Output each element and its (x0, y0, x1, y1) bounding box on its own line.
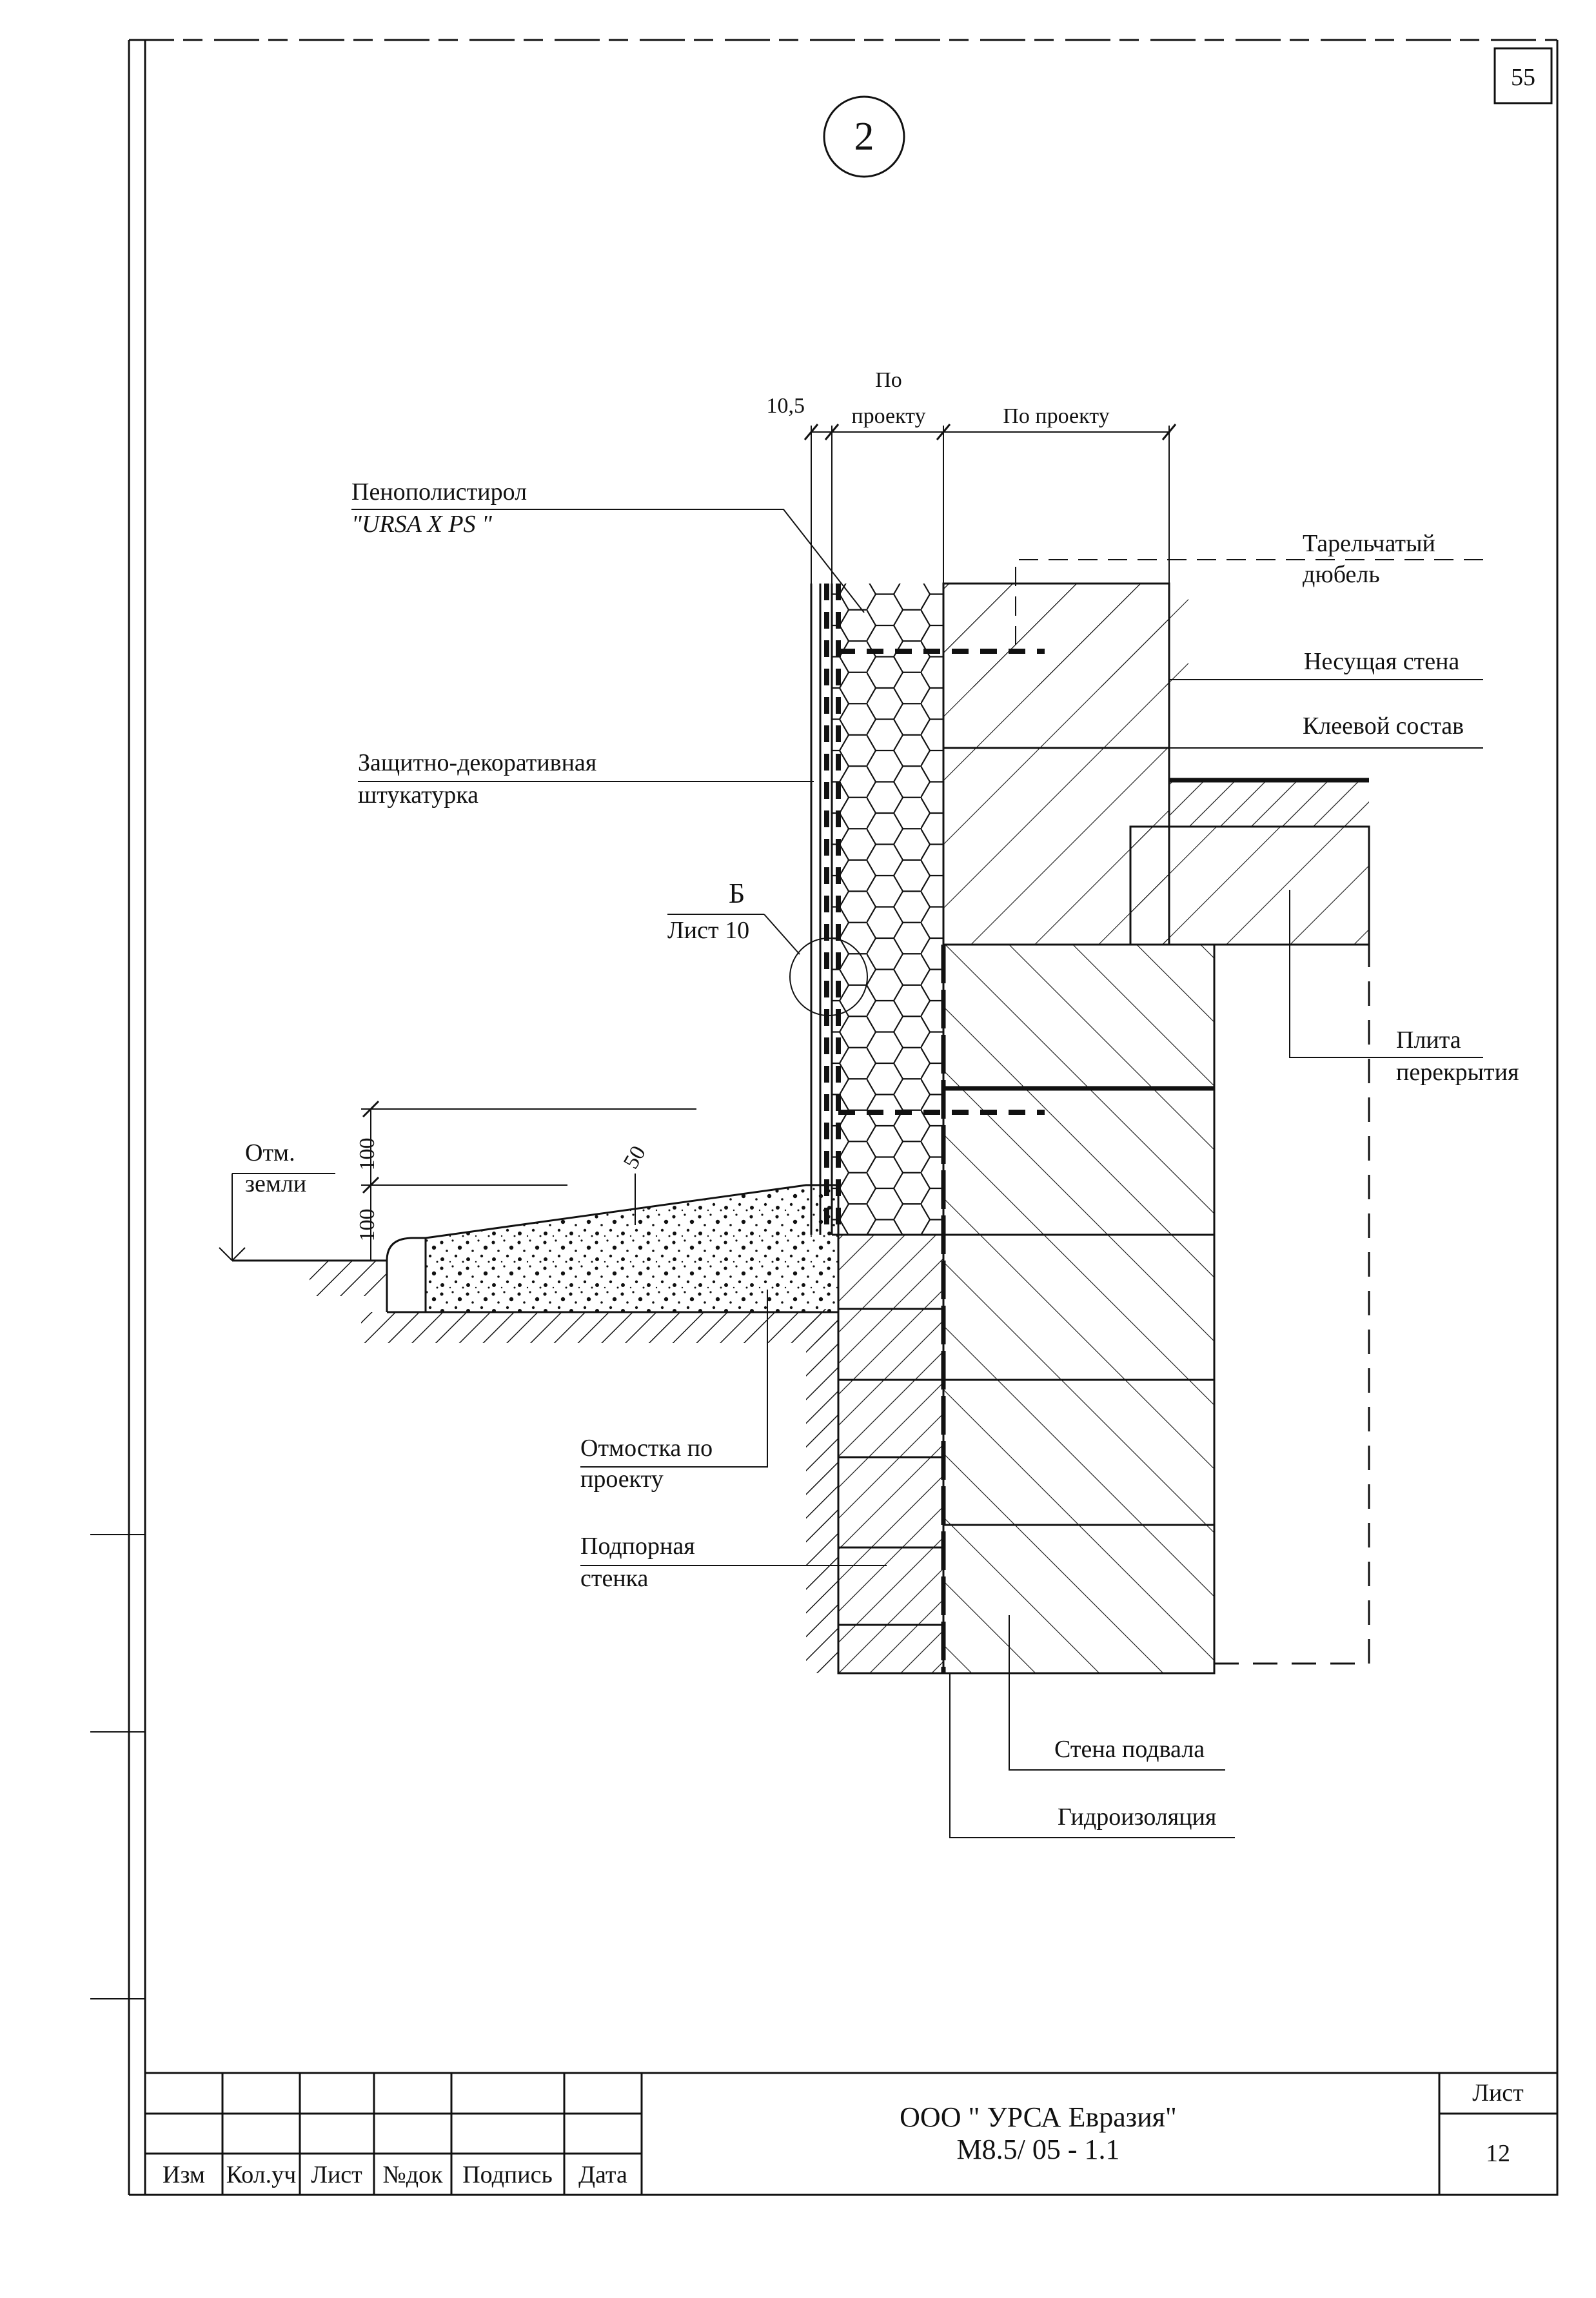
slab-label-2: перекрытия (1396, 1059, 1519, 1086)
foam-insulation (831, 584, 945, 1236)
corner-number: 55 (1511, 64, 1535, 91)
foam-label-2: "URSA X PS " (351, 511, 493, 538)
foam-label-1: Пенополистирол (351, 478, 527, 506)
blind-label-1: Отмостка по (580, 1435, 713, 1462)
label-adhesive: Клеевой состав (943, 712, 1483, 749)
blind-label-2: проекту (580, 1466, 664, 1493)
callout-b: Б Лист 10 (667, 878, 868, 1016)
top-dimensions: 10,5 По проекту По проекту (767, 368, 1177, 584)
label-foam: Пенополистирол "URSA X PS " (351, 478, 865, 613)
label-bearing-wall: Несущая стена (1169, 648, 1483, 680)
label-blind-area: Отмостка по проекту (580, 1290, 768, 1493)
retaining-wall (806, 1233, 945, 1674)
detail-number: 2 (854, 115, 874, 159)
col-data: Дата (578, 2161, 627, 2188)
ground-label-1: Отм. (245, 1139, 295, 1166)
dowel-label-1: Тарельчатый (1303, 530, 1435, 557)
sheet-number: 12 (1486, 2140, 1510, 2167)
retain-label-2: стенка (580, 1565, 649, 1592)
label-basement-wall: Стена подвала (1009, 1615, 1225, 1771)
dim-po-proektu: По проекту (1003, 404, 1109, 428)
col-izm: Изм (163, 2161, 205, 2188)
dim-po-bottom: проекту (851, 404, 925, 428)
retain-label-1: Подпорная (580, 1533, 695, 1560)
plaster-label-1: Защитно-декоративная (358, 749, 596, 776)
detail-number-marker: 2 (823, 95, 905, 178)
callout-sheet: Лист 10 (667, 917, 749, 944)
sheet-label: Лист (1472, 2079, 1524, 2106)
floor-slab (1129, 778, 1370, 1665)
basement-wall-label: Стена подвала (1054, 1736, 1205, 1763)
company-name: ООО " УРСА Евразия" (900, 2101, 1177, 2133)
dim-100-lower: 100 (355, 1209, 379, 1242)
ground-label-2: земли (245, 1170, 306, 1197)
document-code: М8.5/ 05 - 1.1 (957, 2134, 1120, 2165)
slab-label-1: Плита (1396, 1026, 1461, 1054)
bearing-wall-label: Несущая стена (1304, 648, 1459, 675)
plaster-layer (810, 584, 841, 1235)
col-kol-uch: Кол.уч (226, 2161, 297, 2188)
blind-area (386, 1184, 840, 1313)
label-slab: Плита перекрытия (1289, 890, 1519, 1086)
callout-letter: Б (729, 878, 745, 909)
label-plaster: Защитно-декоративная штукатурка (358, 749, 814, 809)
sheet-frame (90, 39, 1559, 2196)
col-list: Лист (311, 2161, 362, 2188)
col-ndok: №док (382, 2161, 443, 2188)
plaster-label-2: штукатурка (358, 781, 478, 809)
ground-level-marker: Отм. земли (219, 1139, 335, 1261)
dim-10-5: 10,5 (767, 394, 805, 418)
title-block: Изм Кол.уч Лист №док Подпись Дата ООО " … (144, 2072, 1559, 2196)
col-podpis: Подпись (462, 2161, 553, 2188)
bearing-wall (942, 582, 1214, 1673)
ground-line (232, 1259, 838, 1343)
dim-100-upper: 100 (355, 1138, 379, 1171)
adhesive-label: Клеевой состав (1303, 712, 1464, 740)
dowel-label-2: дюбель (1303, 561, 1380, 588)
dim-po-top: По (875, 368, 902, 392)
corner-number-box: 55 (1493, 47, 1553, 104)
label-waterproofing: Гидроизоляция (949, 1673, 1235, 1838)
dim-50: 50 (619, 1142, 651, 1173)
label-retaining-wall: Подпорная стенка (580, 1533, 887, 1592)
dowel-lines (838, 649, 1045, 1115)
waterproofing-label: Гидроизоляция (1058, 1803, 1216, 1831)
label-dowel: Тарельчатый дюбель (1015, 530, 1483, 645)
